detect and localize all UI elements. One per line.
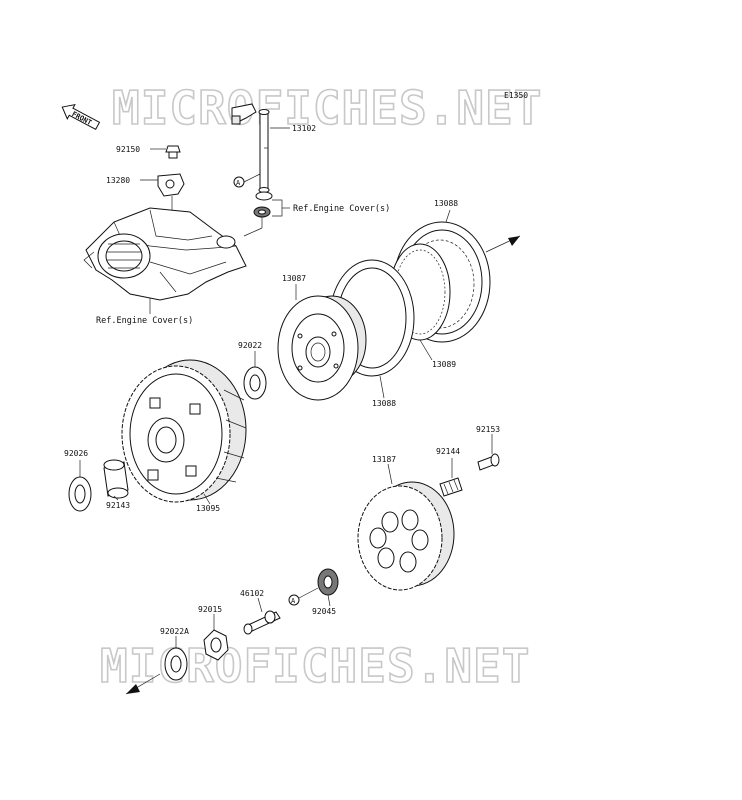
ref-marker-a-bottom-label: A (291, 597, 296, 605)
label-13187: 13187 (372, 455, 396, 464)
watermark-top: MICROFICHES.NET (112, 81, 542, 135)
label-13087: 13087 (282, 274, 306, 283)
spring-92144 (439, 477, 463, 497)
label-92143: 92143 (106, 501, 130, 510)
ref-marker-a-bottom (288, 594, 300, 606)
bearing-92045 (317, 568, 339, 596)
label-13088-top: 13088 (434, 199, 458, 208)
label-13280: 13280 (106, 176, 130, 185)
label-92026: 92026 (64, 449, 88, 458)
ref-engine-cover-left: Ref.Engine Cover(s) (96, 316, 193, 326)
label-92015: 92015 (198, 605, 222, 614)
clamp-13280 (157, 173, 185, 197)
ref-engine-cover-top: Ref.Engine Cover(s) (293, 204, 390, 214)
label-92045: 92045 (312, 607, 336, 616)
pushrod-46102 (243, 610, 281, 635)
clutch-release-shaft (231, 103, 270, 193)
washer-92026 (68, 476, 92, 512)
bolt-92153 (477, 453, 500, 471)
label-92144: 92144 (436, 447, 460, 456)
washer-92022 (243, 366, 267, 400)
label-92150: 92150 (116, 145, 140, 154)
sleeve-92143 (103, 459, 129, 499)
engine-cover-illustration (83, 207, 247, 301)
label-13088-bottom: 13088 (372, 399, 396, 408)
clutch-hub-13087 (277, 295, 367, 401)
diagram-code: E1350 (504, 91, 528, 100)
clutch-housing-13095 (121, 359, 247, 503)
label-13102: 13102 (292, 124, 316, 133)
pressure-plate-13187 (357, 481, 455, 591)
label-46102: 46102 (240, 589, 264, 598)
label-92022A: 92022A (160, 627, 189, 636)
label-13095: 13095 (196, 504, 220, 513)
label-13089: 13089 (432, 360, 456, 369)
watermark-bottom: MICROFICHES.NET (100, 639, 530, 693)
front-arrow-icon: FRONT (61, 104, 101, 131)
washer-92022A (164, 647, 188, 681)
shaft-seal (255, 191, 273, 201)
ref-marker-a-top-label: A (236, 179, 241, 187)
label-92153: 92153 (476, 425, 500, 434)
bolt-92150 (165, 145, 181, 159)
label-92022: 92022 (238, 341, 262, 350)
